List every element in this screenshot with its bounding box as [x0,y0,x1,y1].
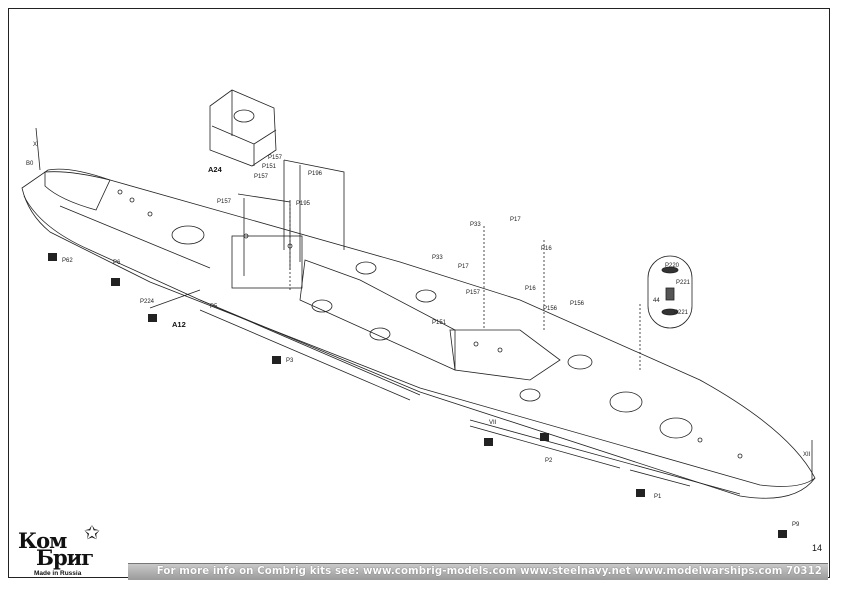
label-p151-c: P151 [432,320,447,326]
logo-line2: Бриг [36,545,94,570]
turret-2 [355,261,377,275]
turret-4 [311,299,333,313]
footer-bar: For more info on Combrig kits see: www.c… [128,563,828,580]
label-p157-c: P157 [217,199,232,205]
label-a24: A24 [208,165,223,174]
page-number: 14 [812,543,823,553]
turret-6 [567,354,593,370]
star-icon: ✩ [84,523,100,544]
logo-line1: Ком [18,528,67,553]
label-p157-b: P157 [254,174,269,180]
label-p33-a: P33 [470,222,481,228]
label-p5: P5 [210,304,218,310]
turret-8 [659,417,693,439]
footer-text: For more info on Combrig kits see: www.c… [156,566,822,577]
logo-tagline: Made in Russia [34,570,82,577]
turret-3 [415,289,437,303]
strut-p195 [237,193,291,270]
label-p33-b: P33 [432,255,443,261]
qty-icon [48,253,787,538]
label-p157-a: P157 [268,155,283,161]
superstructure-aft [449,329,561,381]
bow-forecastle [44,171,111,211]
label-a12: A12 [172,320,186,329]
label-p224: P224 [140,299,155,305]
label-p221-b: P221 [674,310,689,316]
label-p2: P2 [545,458,553,464]
label-xii: XII [803,452,811,458]
superstructure-fwd [231,235,303,289]
label-p196: P196 [308,171,323,177]
label-b0: B0 [26,161,34,167]
label-p151-a: P151 [262,164,277,170]
label-p62: P62 [62,258,73,264]
combrig-logo: Ком ✩ Бриг Made in Russia [14,522,124,578]
label-p1: P1 [654,494,662,500]
label-p16-a: P16 [541,246,552,252]
label-p157-d: P157 [466,290,481,296]
detail-capsule [647,255,693,329]
label-44: 44 [653,298,660,304]
label-p17-a: P17 [510,217,521,223]
label-p220: P220 [665,263,680,269]
label-p156-a: P156 [543,306,558,312]
turret-1 [171,225,205,245]
instruction-sheet [8,8,830,578]
label-x: X [33,142,37,148]
hull-deck-outline [21,168,816,487]
label-p221-a: P221 [676,280,691,286]
label-vii: VII [489,420,497,426]
turret-7 [609,391,643,413]
turret-9 [519,388,541,402]
label-p9: P9 [792,522,800,528]
bridge-a24 [209,89,277,167]
hull-side-outline [23,195,816,499]
turret-5 [369,327,391,341]
label-p156-b: P156 [570,301,585,307]
strut-p196 [283,159,345,250]
label-p16-b: P16 [525,286,536,292]
label-p17-b: P17 [458,264,469,270]
label-p195: P195 [296,201,311,207]
superstructure-mid [299,259,456,371]
label-p3: P3 [286,358,294,364]
label-p6: P6 [113,260,121,266]
